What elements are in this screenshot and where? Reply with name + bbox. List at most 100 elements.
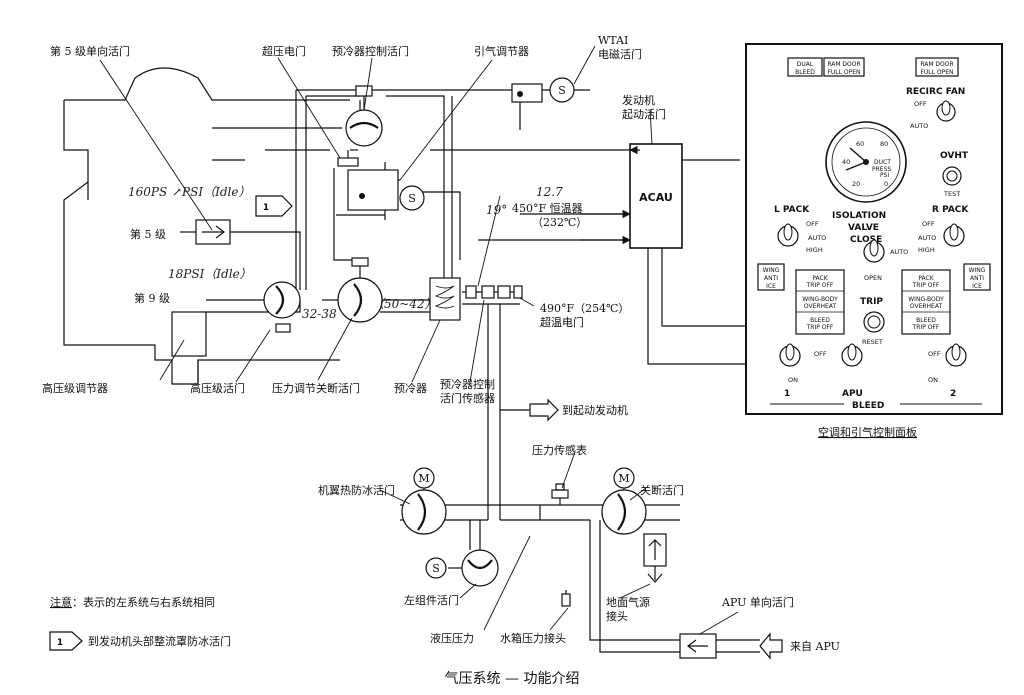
label-bleed-reg: 引气调节器 — [474, 44, 529, 58]
label-overtemp: 490°F（254℃） — [540, 302, 629, 315]
pressure-gauge — [551, 483, 569, 499]
acau-label: ACAU — [639, 191, 673, 204]
l-wing-body-a: WING-BODY — [802, 296, 838, 303]
label-eng-start-b: 起动活门 — [622, 107, 666, 121]
label-wing-ai-valve: 机翼热防冰活门 — [318, 483, 395, 497]
recirc-off: OFF — [914, 100, 927, 108]
isolation-auto: AUTO — [890, 248, 908, 256]
main-piping — [206, 89, 630, 520]
bleed-2-on: ON — [928, 376, 938, 384]
hand-note-7: 12.7 — [536, 185, 563, 199]
cowl-ref-marker: 1 — [255, 195, 293, 217]
label-thermostat: 450°F 恒温器 — [512, 202, 583, 215]
l-wing-body-b: OVERHEAT — [804, 303, 837, 310]
panel-caption: 空调和引气控制面板 — [818, 425, 917, 439]
label-precooler-ctrl: 预冷器控制活门 — [332, 44, 409, 58]
l-pack-high: HIGH — [806, 246, 823, 254]
r-pack-trip-b: TRIP OFF — [912, 282, 940, 289]
label-wtai: WTAI — [598, 34, 628, 47]
cowl-ref-legend-text: 到发动机头部整流罩防冰活门 — [88, 634, 231, 648]
gauge-tick-2: 40 — [842, 158, 850, 166]
bleed-section-label: BLEED — [852, 401, 884, 411]
stage5-check-valve — [195, 219, 231, 245]
hp-regulator-box — [171, 311, 207, 357]
bleed-regulator-s: S — [408, 192, 416, 205]
apu-bleed-label: APU — [842, 389, 863, 399]
wing-anti-ice-valve: M — [401, 467, 447, 535]
valve-label: VALVE — [848, 223, 879, 233]
label-stage9: 第 9 级 — [134, 291, 170, 305]
r-pack-auto: AUTO — [918, 234, 936, 242]
isolation-label: ISOLATION — [832, 211, 886, 221]
ovht-test: TEST — [943, 190, 960, 198]
pack-valve-s: S — [432, 562, 440, 575]
label-pressure-gauge: 压力传感表 — [532, 443, 587, 457]
cowl-ref-legend-num: 1 — [57, 638, 63, 648]
label-overpressure: 超压电门 — [262, 44, 306, 58]
shutoff-m: M — [618, 472, 629, 485]
gauge-tick-4: 80 — [880, 140, 888, 148]
light-ram-l-a: RAM DOOR — [827, 61, 860, 68]
label-from-apu: 来自 APU — [790, 640, 840, 653]
label-prsov: 压力调节关断活门 — [272, 381, 360, 395]
label-hp-reg: 高压级调节器 — [42, 381, 108, 395]
wai-r-b: ANTI — [970, 275, 984, 282]
trip-label: TRIP — [860, 297, 883, 307]
label-pcv-sensor-a: 预冷器控制 — [440, 377, 495, 391]
isolation-shutoff-valve: M — [601, 467, 647, 535]
gauge-tick-1: 0 — [884, 180, 888, 188]
r-bleed-trip-a: BLEED — [916, 317, 936, 324]
l-bleed-trip-b: TRIP OFF — [806, 324, 834, 331]
l-pack-off: OFF — [806, 220, 819, 228]
label-shutoff-valve: 关断活门 — [640, 483, 684, 497]
gauge-psi: PSI — [880, 172, 889, 179]
note-title: 注意 — [50, 595, 72, 609]
duct-pressure-gauge: 20 0 40 60 80 DUCT PRESS PSI — [825, 121, 907, 203]
apu-check-valve — [679, 632, 783, 660]
wtai-solenoid-valve: S — [511, 77, 575, 103]
bleed-1-label: 1 — [784, 389, 790, 399]
light-ram-r-a: RAM DOOR — [920, 61, 953, 68]
acau-box: ACAU — [629, 143, 683, 249]
hand-note-5: （50~42） — [372, 297, 437, 311]
r-pack-label: R PACK — [932, 205, 969, 215]
gauge-tick-0: 20 — [852, 180, 860, 188]
hand-note-3: 18PSI（Idle） — [168, 267, 252, 281]
engine-outline — [63, 67, 350, 385]
label-stage5: 第 5 级 — [130, 227, 166, 241]
r-wing-body-b: OVERHEAT — [910, 303, 943, 310]
label-overtemp-switch: 超温电门 — [540, 315, 584, 329]
label-hyd-pressure: 液压压力 — [430, 631, 474, 645]
leader-lines — [99, 45, 739, 635]
ac-bleed-control-panel: DUAL BLEED RAM DOOR FULL OPEN RAM DOOR F… — [745, 43, 1003, 415]
label-apu-check: APU 单向活门 — [721, 595, 794, 609]
pressure-regulating-shutoff-valve — [337, 257, 383, 323]
l-pack-trip-a: PACK — [812, 275, 828, 282]
ground-air-connector — [643, 533, 667, 583]
label-hp-valve: 高压级活门 — [190, 381, 245, 395]
gauge-tick-3: 60 — [856, 140, 864, 148]
light-dual-bleed-a: DUAL — [797, 61, 814, 68]
label-water-tank: 水箱压力接头 — [500, 631, 566, 645]
wtai-s: S — [558, 84, 566, 97]
label-precooler: 预冷器 — [394, 382, 427, 395]
r-wing-body-a: WING-BODY — [908, 296, 944, 303]
label-ground-src-b: 接头 — [606, 610, 628, 623]
label-to-start: 到起动发动机 — [562, 403, 628, 417]
to-start-arrow — [529, 398, 559, 422]
wai-l-c: ICE — [766, 283, 776, 290]
recirc-auto: AUTO — [910, 122, 928, 130]
hand-note-4: 32-38 — [302, 307, 337, 321]
hand-note-6: 19° — [486, 203, 507, 217]
label-eng-start-a: 发动机 — [622, 93, 655, 107]
light-ram-l-b: FULL OPEN — [827, 69, 860, 76]
label-thermostat-c: （232℃） — [532, 216, 587, 229]
cowl-ref-marker-num: 1 — [263, 203, 269, 213]
light-ram-r-b: FULL OPEN — [920, 69, 953, 76]
wai-l-a: WING — [763, 267, 780, 274]
r-bleed-trip-b: TRIP OFF — [912, 324, 940, 331]
left-pack-valve: S — [425, 549, 499, 587]
note-text: ：表示的左系统与右系统相同 — [72, 595, 215, 609]
gauge-press: PRESS — [872, 166, 891, 173]
